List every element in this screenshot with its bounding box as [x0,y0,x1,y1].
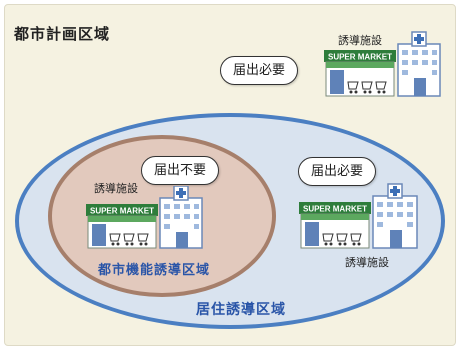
region-title: 都市計画区域 [14,25,111,43]
facility-label: 誘導施設 [345,256,389,269]
supermarket-hospital-icon: SUPER MARKET [86,186,203,249]
residential-zone-label: 居住誘導区域 [196,302,286,318]
notice-not-required-pill: 届出不要 [141,156,219,185]
supermarket-sign: SUPER MARKET [303,205,367,214]
facility-label: 誘導施設 [338,34,382,47]
notice-required-pill: 届出必要 [220,56,298,85]
supermarket-sign: SUPER MARKET [328,53,392,62]
supermarket-hospital-icon: SUPER MARKET [299,183,418,249]
urban-core-zone-label: 都市機能誘導区域 [98,263,211,278]
supermarket-sign: SUPER MARKET [90,207,154,216]
notice-required-pill: 届出必要 [298,157,376,186]
supermarket-hospital-icon: SUPER MARKET [324,31,441,97]
facility-label: 誘導施設 [94,182,138,195]
